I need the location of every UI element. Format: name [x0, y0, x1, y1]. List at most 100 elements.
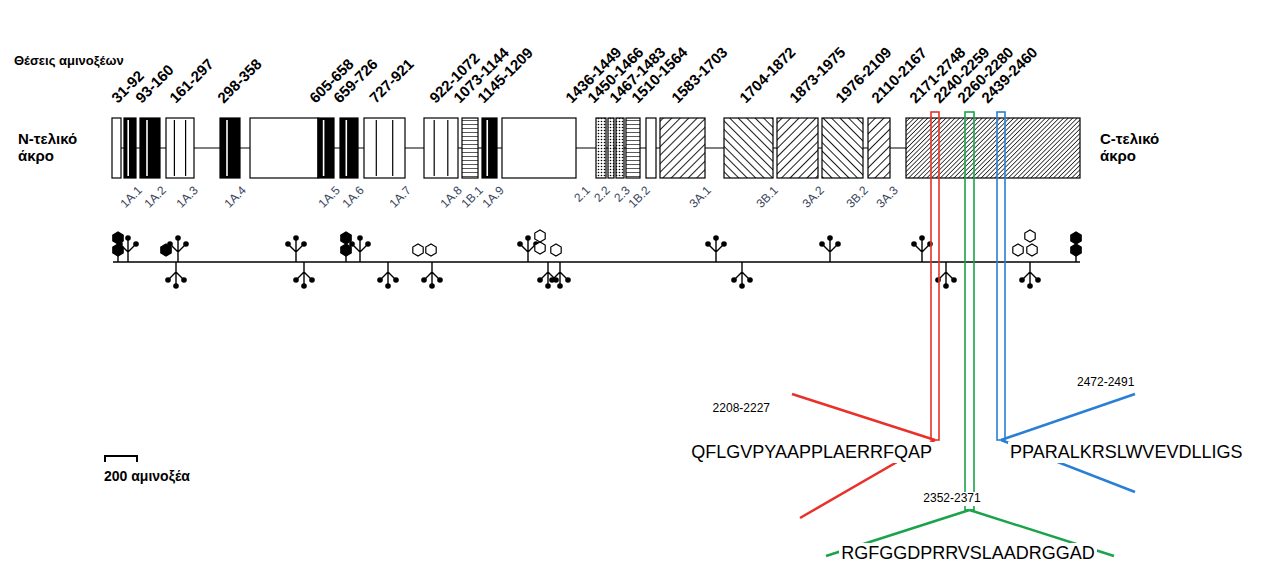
glycan-branch	[914, 238, 930, 262]
glycan-tree	[377, 262, 399, 289]
glycan-dot	[125, 235, 131, 241]
glycan-dot	[285, 241, 291, 247]
terminus-label: Ν-τελικό άκρο	[18, 130, 106, 165]
domain-box	[250, 118, 318, 178]
domain-label: 3A.3	[875, 184, 902, 211]
glycan-dot	[385, 283, 391, 289]
glycan-tree	[421, 262, 443, 289]
domain-bar	[112, 118, 1080, 178]
glycan-dot	[1019, 277, 1025, 283]
glycan-hexagon	[535, 242, 545, 254]
glycan-tree	[819, 235, 841, 262]
peptide-marker	[965, 112, 974, 510]
peptide-position: 2352-2371	[921, 492, 982, 506]
domain-strip	[127, 120, 129, 176]
peptide-sequence: PPARALKRSLWVEVDLLIGS	[1008, 442, 1244, 463]
glycan-hexagon	[551, 244, 561, 256]
glycan-dot	[827, 235, 833, 241]
domain-box	[502, 118, 576, 178]
glycan-dot	[301, 241, 307, 247]
glycan-tree	[1019, 262, 1041, 289]
glycan-dot	[437, 277, 443, 283]
glycan-stem	[345, 256, 346, 262]
domain-box	[364, 118, 405, 178]
domain-strip	[226, 120, 228, 176]
peptide-leader	[792, 394, 935, 440]
domain-label: 3B.2	[845, 184, 872, 211]
glycan-dot	[429, 283, 435, 289]
domain-label: 2.1	[572, 184, 594, 206]
glycan-dot	[705, 241, 711, 247]
glycan-dot	[173, 283, 179, 289]
domain-label: 1B.2	[627, 184, 654, 211]
peptide-sequence: RGFGGDPRRVSLAADRGGAD	[839, 543, 1097, 564]
axis-title: Θέσεις αμινοξέων	[14, 54, 124, 69]
domain-strip	[447, 120, 448, 176]
domain-box	[462, 118, 478, 178]
glycan-branch	[1022, 262, 1038, 286]
domain-box	[140, 118, 160, 178]
domain-label: 3A.1	[688, 184, 715, 211]
domain-label: 1A.7	[388, 184, 415, 211]
glycan-dot	[819, 241, 825, 247]
domain-strip	[174, 120, 175, 176]
glycan-dot	[133, 241, 139, 247]
domain-label: 1A.1	[119, 184, 146, 211]
glycan-stem	[117, 256, 118, 262]
glycan-dot	[293, 277, 299, 283]
glycan-dot	[1027, 283, 1033, 289]
domain-box	[124, 118, 136, 178]
glycan-dot	[721, 241, 727, 247]
domain-label: 1A.6	[341, 184, 368, 211]
domain-label: 1A.4	[223, 184, 250, 211]
glycan-stem	[1075, 256, 1076, 262]
peptide-markers	[792, 112, 1135, 556]
glycan-hexagon	[113, 232, 123, 244]
domain-strip	[146, 120, 148, 176]
domain-label: 1A.3	[175, 184, 202, 211]
glycan-dot	[951, 277, 957, 283]
glycan-hexagon	[1025, 230, 1035, 242]
glycan-axis	[113, 261, 1080, 262]
domain-box	[220, 118, 240, 178]
glycan-dot	[549, 277, 555, 283]
glycan-branch	[938, 262, 954, 286]
glycan-dot	[309, 277, 315, 283]
glycan-dot	[183, 241, 189, 247]
glycan-branch	[170, 238, 186, 262]
domain-label: 1A.9	[481, 184, 508, 211]
domain-box	[318, 118, 334, 178]
glycan-hexagon	[426, 244, 436, 256]
domain-strip	[323, 120, 325, 176]
peptide-marker	[931, 112, 939, 440]
glycan-branch	[540, 262, 556, 286]
glycan-hexagon	[113, 244, 123, 256]
glycan-tree	[705, 235, 727, 262]
glycan-branch	[822, 238, 838, 262]
glycan-hexagon	[1013, 244, 1023, 256]
domain-box	[660, 118, 705, 178]
domain-box	[340, 118, 358, 178]
glycan-dot	[293, 235, 299, 241]
glycan-dot	[713, 235, 719, 241]
glycan-hexagon	[341, 232, 351, 244]
glycan-dot	[301, 283, 307, 289]
glycan-dot	[393, 277, 399, 283]
glycan-branch	[380, 262, 396, 286]
domain-label: 1A.5	[317, 184, 344, 211]
glycan-tree	[731, 262, 753, 289]
glycan-branch	[352, 238, 368, 262]
glycan-dot	[919, 235, 925, 241]
glycan-hexagon	[413, 244, 423, 256]
glycan-hexagon	[1071, 232, 1081, 244]
glycan-dot	[517, 241, 523, 247]
glycan-branch	[552, 262, 568, 286]
scale-label: 200 αμινοξέα	[104, 468, 190, 484]
domain-strip	[376, 120, 377, 176]
domain-label: 2.2	[592, 184, 614, 206]
domain-box	[112, 118, 121, 178]
glycan-dot	[911, 241, 917, 247]
glycan-branch	[168, 262, 184, 286]
peptide-leader	[1001, 394, 1135, 440]
